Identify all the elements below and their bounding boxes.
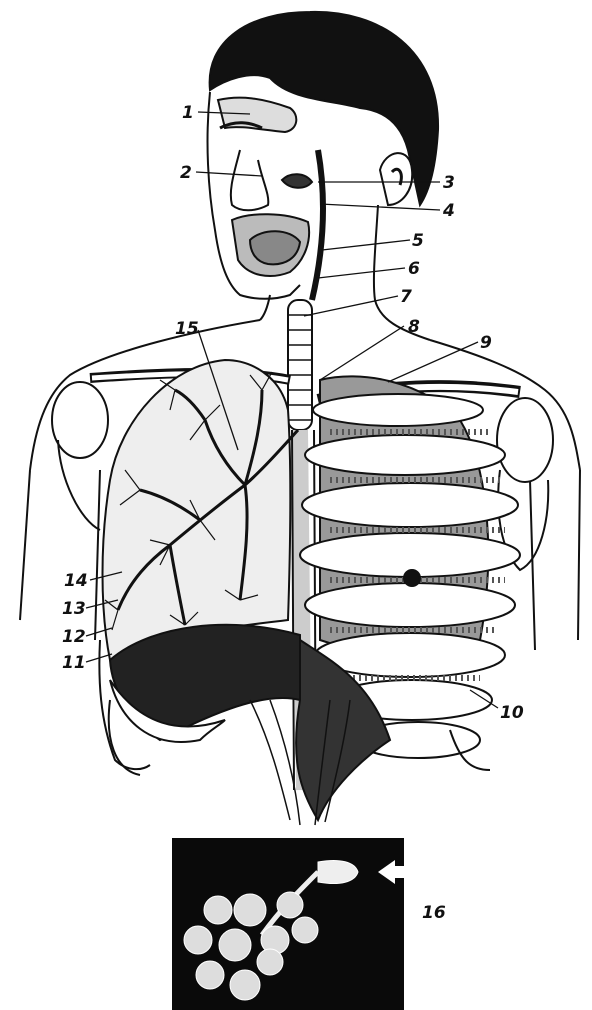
alveolus	[219, 929, 251, 961]
alveolus	[204, 896, 232, 924]
label-1: 1	[182, 103, 194, 123]
alveoli-inset	[172, 838, 404, 1010]
right-arm	[530, 470, 580, 650]
leader-6	[318, 268, 405, 278]
label-12: 12	[62, 627, 86, 647]
label-4: 4	[442, 201, 455, 221]
alveolus	[196, 961, 224, 989]
left-arm	[20, 470, 100, 640]
leader-7	[304, 296, 398, 316]
leader-8	[320, 326, 404, 380]
neck-right	[374, 205, 430, 340]
leader-2	[196, 172, 262, 176]
right-shoulder-joint	[497, 398, 553, 482]
alveolus	[184, 926, 212, 954]
rib-3	[302, 483, 518, 527]
label-2: 2	[180, 163, 192, 183]
leader-9	[388, 342, 478, 382]
nose	[231, 150, 269, 210]
ear	[380, 153, 412, 205]
left-shoulder-joint	[52, 382, 108, 458]
label-16: 16	[422, 903, 446, 923]
left-lung	[99, 360, 300, 769]
alveolus	[292, 917, 318, 943]
leader-4	[320, 204, 440, 210]
rib-1	[313, 394, 483, 426]
leader-5	[322, 240, 410, 250]
label-10: 10	[500, 703, 524, 723]
label-3: 3	[443, 173, 455, 193]
trachea-tube	[288, 300, 312, 430]
label-13: 13	[62, 599, 86, 619]
rib-2	[305, 435, 505, 475]
label-5: 5	[412, 231, 424, 251]
eye	[282, 174, 312, 188]
alveolus	[234, 894, 266, 926]
label-7: 7	[400, 287, 412, 307]
heart-node	[404, 570, 420, 586]
label-8: 8	[408, 317, 420, 337]
alveolus	[230, 970, 260, 1000]
label-11: 11	[62, 653, 86, 673]
label-9: 9	[480, 333, 492, 353]
label-14: 14	[64, 571, 88, 591]
label-15: 15	[175, 319, 199, 339]
alveolus	[277, 892, 303, 918]
alveolus	[257, 949, 283, 975]
rib-5	[305, 583, 515, 627]
label-6: 6	[408, 259, 420, 279]
